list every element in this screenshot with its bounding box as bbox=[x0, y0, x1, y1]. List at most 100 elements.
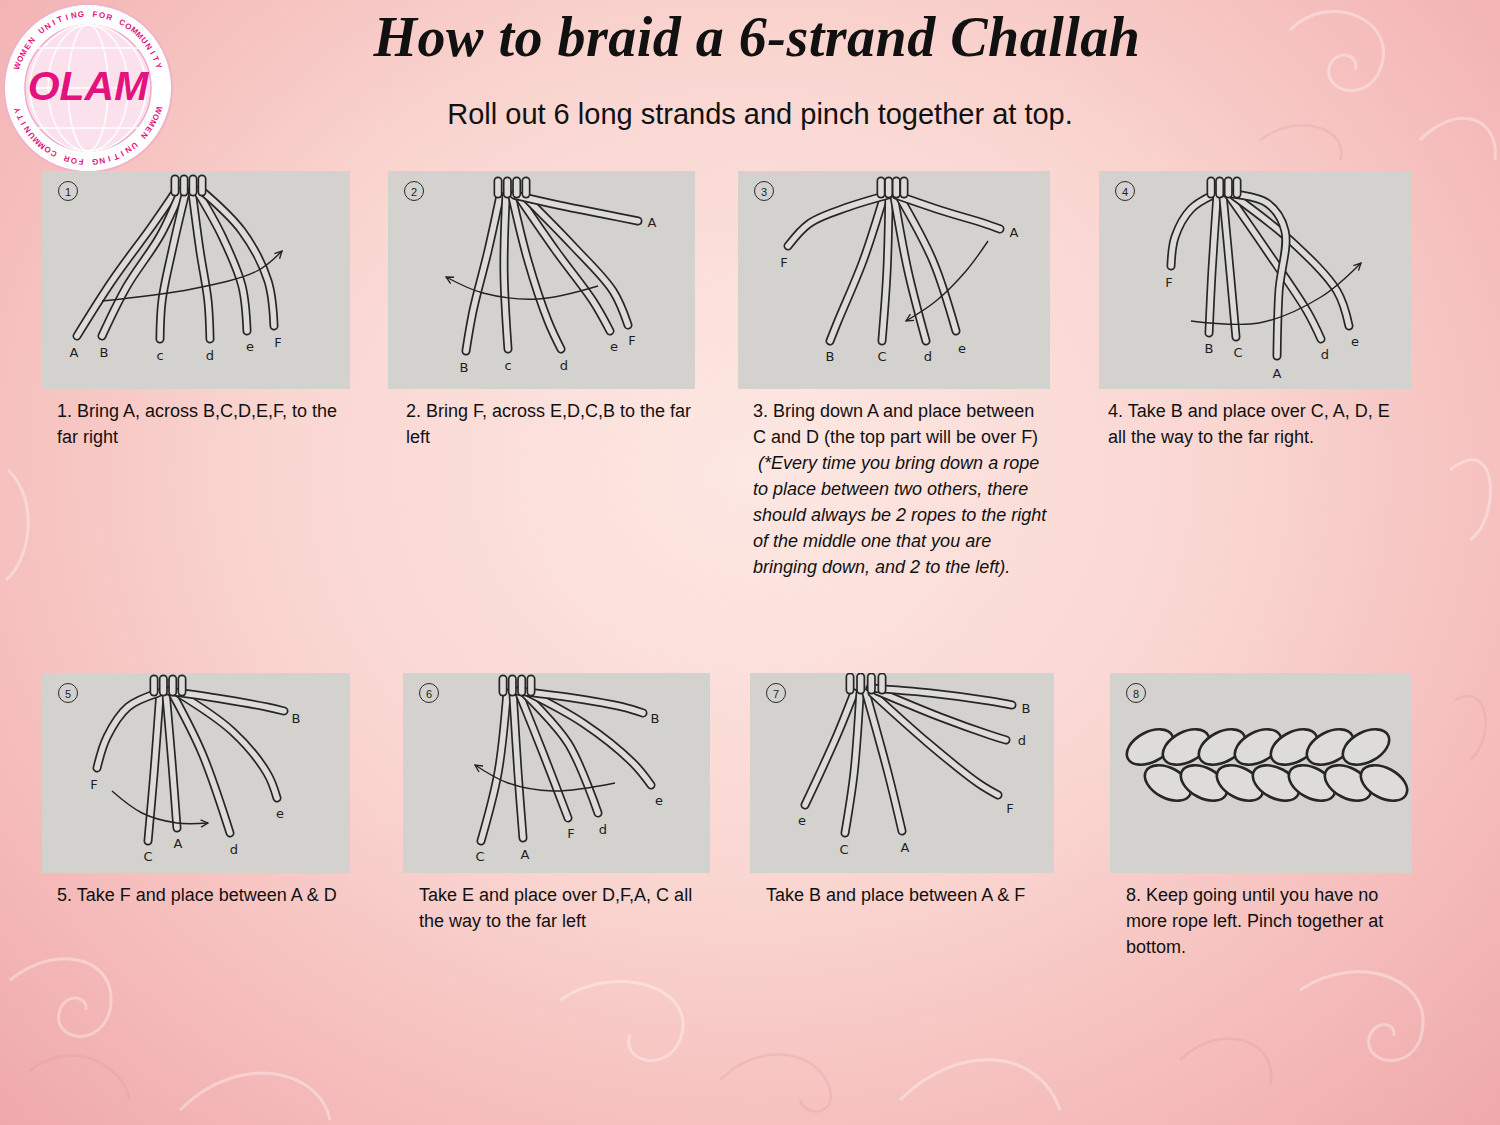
step-number-circle: 5 bbox=[58, 683, 78, 703]
strand-letter: A bbox=[901, 841, 910, 855]
logo-ring-text: WOMEN UNITING FOR COMMUNITY bbox=[2, 2, 174, 174]
step-instruction: Take E and place over D,F,A, C all the w… bbox=[419, 885, 692, 931]
logo-ring-letter: G bbox=[90, 155, 101, 166]
subtitle: Roll out 6 long strands and pinch togeth… bbox=[260, 95, 1260, 133]
step-number: 7 bbox=[773, 688, 779, 700]
step-number: 5 bbox=[65, 688, 71, 700]
step-number-circle: 1 bbox=[58, 181, 78, 201]
step-instruction: 8. Keep going until you have no more rop… bbox=[1126, 885, 1383, 957]
strand-letter: d bbox=[230, 843, 238, 857]
dough-strand bbox=[97, 693, 158, 768]
dough-strand bbox=[193, 179, 194, 192]
direction-arrow bbox=[102, 251, 282, 301]
step-number: 8 bbox=[1133, 688, 1139, 700]
strand-letter: C bbox=[877, 350, 886, 364]
strand-letter: e bbox=[1351, 335, 1359, 349]
strand-letter: C bbox=[839, 843, 848, 857]
background-swirl bbox=[30, 125, 1486, 1111]
strand-letter: B bbox=[826, 350, 835, 364]
logo-ring-text: WOMEN UNITING FOR COMMUNITY bbox=[2, 2, 174, 174]
step-panel: BeCAFdTake E and place over D,F,A, C all… bbox=[403, 673, 710, 873]
direction-arrow bbox=[475, 765, 615, 791]
strand-letter: B bbox=[1022, 702, 1031, 716]
dough-strand bbox=[182, 679, 183, 692]
dough-strand bbox=[163, 679, 164, 692]
dough-strand bbox=[517, 691, 643, 713]
strand-letter: F bbox=[90, 778, 97, 792]
logo-wordmark: OLAM bbox=[2, 62, 174, 110]
step-panel: FABCde3. Bring down A and place between … bbox=[738, 171, 1050, 389]
dough-strand bbox=[466, 196, 500, 351]
strand-letter: d bbox=[599, 823, 607, 837]
strand-letter: A bbox=[1273, 367, 1282, 381]
dough-strand bbox=[830, 196, 884, 341]
dough-strand bbox=[1237, 181, 1238, 194]
step-instruction: 3. Bring down A and place between C and … bbox=[753, 401, 1038, 447]
step-instruction-block: 1. Bring A, across B,C,D,E,F, to the far… bbox=[57, 398, 351, 450]
step-illustration bbox=[1099, 171, 1411, 389]
strand-letter: c bbox=[156, 349, 163, 363]
strand-letter: d bbox=[924, 350, 932, 364]
step-number-circle: 4 bbox=[1115, 181, 1135, 201]
dough-strand bbox=[904, 181, 905, 194]
strand-letter: A bbox=[174, 837, 183, 851]
step-illustration bbox=[738, 171, 1050, 389]
step-number-circle: 3 bbox=[754, 181, 774, 201]
strand-letter: c bbox=[504, 359, 511, 373]
step-panel: FBCAde4. Take B and place over C, A, D, … bbox=[1099, 171, 1411, 389]
dough-strand bbox=[860, 677, 861, 690]
step-panel: ABcdeF1. Bring A, across B,C,D,E,F, to t… bbox=[42, 171, 350, 389]
strand-letter: B bbox=[292, 712, 301, 726]
dough-strand bbox=[526, 181, 527, 194]
dough-strand bbox=[507, 181, 508, 194]
step-instruction-block: 3. Bring down A and place between C and … bbox=[753, 398, 1051, 580]
strand-letter: C bbox=[143, 850, 152, 864]
dough-strand bbox=[871, 677, 872, 690]
strand-letter: B bbox=[651, 712, 660, 726]
strand-letter: d bbox=[1321, 348, 1329, 362]
strand-letter: C bbox=[1233, 346, 1242, 360]
dough-strand bbox=[882, 677, 883, 690]
strand-letter: A bbox=[1010, 226, 1019, 240]
strand-letter: F bbox=[1006, 802, 1013, 816]
dough-strand bbox=[1234, 196, 1349, 326]
direction-arrow bbox=[446, 277, 598, 299]
strand-letter: F bbox=[1165, 276, 1172, 290]
dough-strand bbox=[513, 693, 523, 838]
strand-letter: d bbox=[560, 359, 568, 373]
step-number-circle: 8 bbox=[1126, 683, 1146, 703]
dough-strand bbox=[160, 191, 186, 339]
step-illustration bbox=[42, 171, 350, 389]
step-number: 1 bbox=[65, 186, 71, 198]
step-illustration bbox=[403, 673, 710, 873]
dough-strand bbox=[1171, 195, 1213, 266]
step-number: 2 bbox=[411, 186, 417, 198]
dough-strand bbox=[172, 679, 173, 692]
dough-strand bbox=[503, 679, 504, 692]
dough-strand bbox=[1225, 193, 1286, 356]
step-number-circle: 6 bbox=[419, 683, 439, 703]
strand-letter: e bbox=[246, 340, 254, 354]
dough-strand bbox=[184, 179, 185, 192]
dough-strand bbox=[845, 693, 860, 833]
step-illustration bbox=[42, 673, 350, 873]
step-number: 3 bbox=[761, 186, 767, 198]
title: How to braid a 6-strand Challah bbox=[257, 2, 1257, 72]
step-illustration bbox=[1110, 673, 1412, 873]
dough-strand bbox=[202, 191, 274, 326]
strand-letter: d bbox=[1018, 734, 1026, 748]
strand-letter: F bbox=[567, 827, 574, 841]
strand-letter: e bbox=[610, 340, 618, 354]
step-instruction-block: 4. Take B and place over C, A, D, E all … bbox=[1108, 398, 1406, 450]
strand-letter: e bbox=[798, 814, 806, 828]
step-instruction-block: Take E and place over D,F,A, C all the w… bbox=[419, 882, 712, 934]
direction-arrow bbox=[1191, 263, 1361, 324]
logo-ring-letter bbox=[83, 156, 93, 166]
dough-strand bbox=[512, 679, 513, 692]
dough-strand bbox=[175, 179, 176, 192]
dough-strand bbox=[504, 196, 508, 349]
dough-strand bbox=[516, 181, 517, 194]
dough-strand bbox=[1211, 181, 1212, 194]
step-panel: ABcdeF2. Bring F, across E,D,C,B to the … bbox=[388, 171, 695, 389]
logo-ring-letter bbox=[83, 10, 93, 20]
